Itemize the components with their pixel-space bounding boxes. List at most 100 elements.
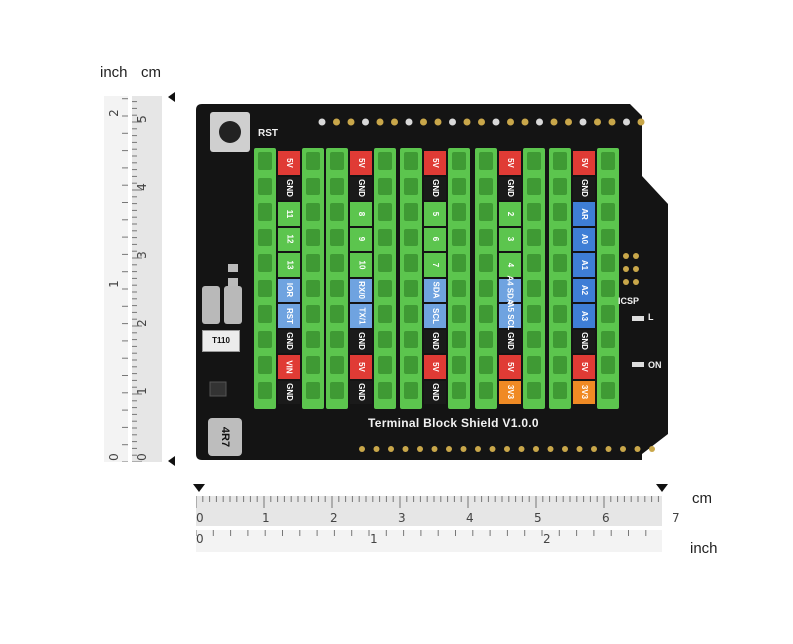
screw-terminal[interactable] <box>452 228 466 246</box>
screw-terminal[interactable] <box>479 381 493 399</box>
screw-terminal[interactable] <box>378 305 392 323</box>
screw-terminal[interactable] <box>601 177 615 195</box>
reset-button[interactable] <box>210 112 250 152</box>
screw-terminal[interactable] <box>378 152 392 170</box>
screw-terminal[interactable] <box>404 254 418 272</box>
screw-terminal[interactable] <box>378 381 392 399</box>
screw-terminal[interactable] <box>306 152 320 170</box>
screw-terminal[interactable] <box>527 228 541 246</box>
screw-terminal[interactable] <box>452 279 466 297</box>
screw-terminal[interactable] <box>258 254 272 272</box>
screw-terminal[interactable] <box>479 305 493 323</box>
screw-terminal[interactable] <box>479 279 493 297</box>
screw-terminal[interactable] <box>378 254 392 272</box>
screw-terminal[interactable] <box>601 152 615 170</box>
screw-terminal[interactable] <box>258 330 272 348</box>
screw-terminal[interactable] <box>601 254 615 272</box>
screw-terminal[interactable] <box>527 330 541 348</box>
screw-terminal[interactable] <box>479 203 493 221</box>
screw-terminal[interactable] <box>479 177 493 195</box>
screw-terminal[interactable] <box>378 330 392 348</box>
screw-terminal[interactable] <box>330 228 344 246</box>
screw-terminal[interactable] <box>330 381 344 399</box>
screw-terminal[interactable] <box>404 381 418 399</box>
screw-terminal[interactable] <box>404 330 418 348</box>
screw-terminal[interactable] <box>258 228 272 246</box>
screw-terminal[interactable] <box>258 381 272 399</box>
screw-terminal[interactable] <box>258 203 272 221</box>
screw-terminal[interactable] <box>452 305 466 323</box>
screw-terminal[interactable] <box>306 228 320 246</box>
screw-terminal[interactable] <box>404 203 418 221</box>
screw-terminal[interactable] <box>378 279 392 297</box>
screw-terminal[interactable] <box>330 305 344 323</box>
screw-terminal[interactable] <box>553 254 567 272</box>
screw-terminal[interactable] <box>258 356 272 374</box>
screw-terminal[interactable] <box>479 152 493 170</box>
screw-terminal[interactable] <box>553 356 567 374</box>
screw-terminal[interactable] <box>527 305 541 323</box>
screw-terminal[interactable] <box>258 279 272 297</box>
screw-terminal[interactable] <box>527 254 541 272</box>
screw-terminal[interactable] <box>553 203 567 221</box>
screw-terminal[interactable] <box>404 177 418 195</box>
screw-terminal[interactable] <box>452 381 466 399</box>
screw-terminal[interactable] <box>404 228 418 246</box>
screw-terminal[interactable] <box>330 203 344 221</box>
screw-terminal[interactable] <box>258 152 272 170</box>
screw-terminal[interactable] <box>601 305 615 323</box>
screw-terminal[interactable] <box>553 228 567 246</box>
screw-terminal[interactable] <box>330 356 344 374</box>
screw-terminal[interactable] <box>330 279 344 297</box>
screw-terminal[interactable] <box>479 254 493 272</box>
screw-terminal[interactable] <box>258 305 272 323</box>
screw-terminal[interactable] <box>306 254 320 272</box>
screw-terminal[interactable] <box>306 203 320 221</box>
screw-terminal[interactable] <box>601 228 615 246</box>
screw-terminal[interactable] <box>404 356 418 374</box>
screw-terminal[interactable] <box>330 177 344 195</box>
screw-terminal[interactable] <box>378 203 392 221</box>
screw-terminal[interactable] <box>404 279 418 297</box>
screw-terminal[interactable] <box>479 228 493 246</box>
screw-terminal[interactable] <box>452 203 466 221</box>
screw-terminal[interactable] <box>306 330 320 348</box>
screw-terminal[interactable] <box>479 330 493 348</box>
screw-terminal[interactable] <box>527 279 541 297</box>
screw-terminal[interactable] <box>452 254 466 272</box>
screw-terminal[interactable] <box>553 330 567 348</box>
screw-terminal[interactable] <box>306 381 320 399</box>
screw-terminal[interactable] <box>330 152 344 170</box>
screw-terminal[interactable] <box>404 152 418 170</box>
screw-terminal[interactable] <box>601 381 615 399</box>
screw-terminal[interactable] <box>258 177 272 195</box>
screw-terminal[interactable] <box>553 381 567 399</box>
screw-terminal[interactable] <box>553 279 567 297</box>
screw-terminal[interactable] <box>330 254 344 272</box>
screw-terminal[interactable] <box>479 356 493 374</box>
screw-terminal[interactable] <box>527 203 541 221</box>
screw-terminal[interactable] <box>452 356 466 374</box>
screw-terminal[interactable] <box>404 305 418 323</box>
screw-terminal[interactable] <box>306 279 320 297</box>
screw-terminal[interactable] <box>553 305 567 323</box>
screw-terminal[interactable] <box>601 203 615 221</box>
screw-terminal[interactable] <box>330 330 344 348</box>
screw-terminal[interactable] <box>452 177 466 195</box>
screw-terminal[interactable] <box>452 152 466 170</box>
screw-terminal[interactable] <box>527 152 541 170</box>
screw-terminal[interactable] <box>306 356 320 374</box>
screw-terminal[interactable] <box>306 177 320 195</box>
screw-terminal[interactable] <box>601 356 615 374</box>
screw-terminal[interactable] <box>527 177 541 195</box>
screw-terminal[interactable] <box>553 152 567 170</box>
screw-terminal[interactable] <box>527 381 541 399</box>
screw-terminal[interactable] <box>553 177 567 195</box>
screw-terminal[interactable] <box>452 330 466 348</box>
screw-terminal[interactable] <box>378 228 392 246</box>
screw-terminal[interactable] <box>378 356 392 374</box>
screw-terminal[interactable] <box>378 177 392 195</box>
screw-terminal[interactable] <box>527 356 541 374</box>
screw-terminal[interactable] <box>306 305 320 323</box>
screw-terminal[interactable] <box>601 279 615 297</box>
